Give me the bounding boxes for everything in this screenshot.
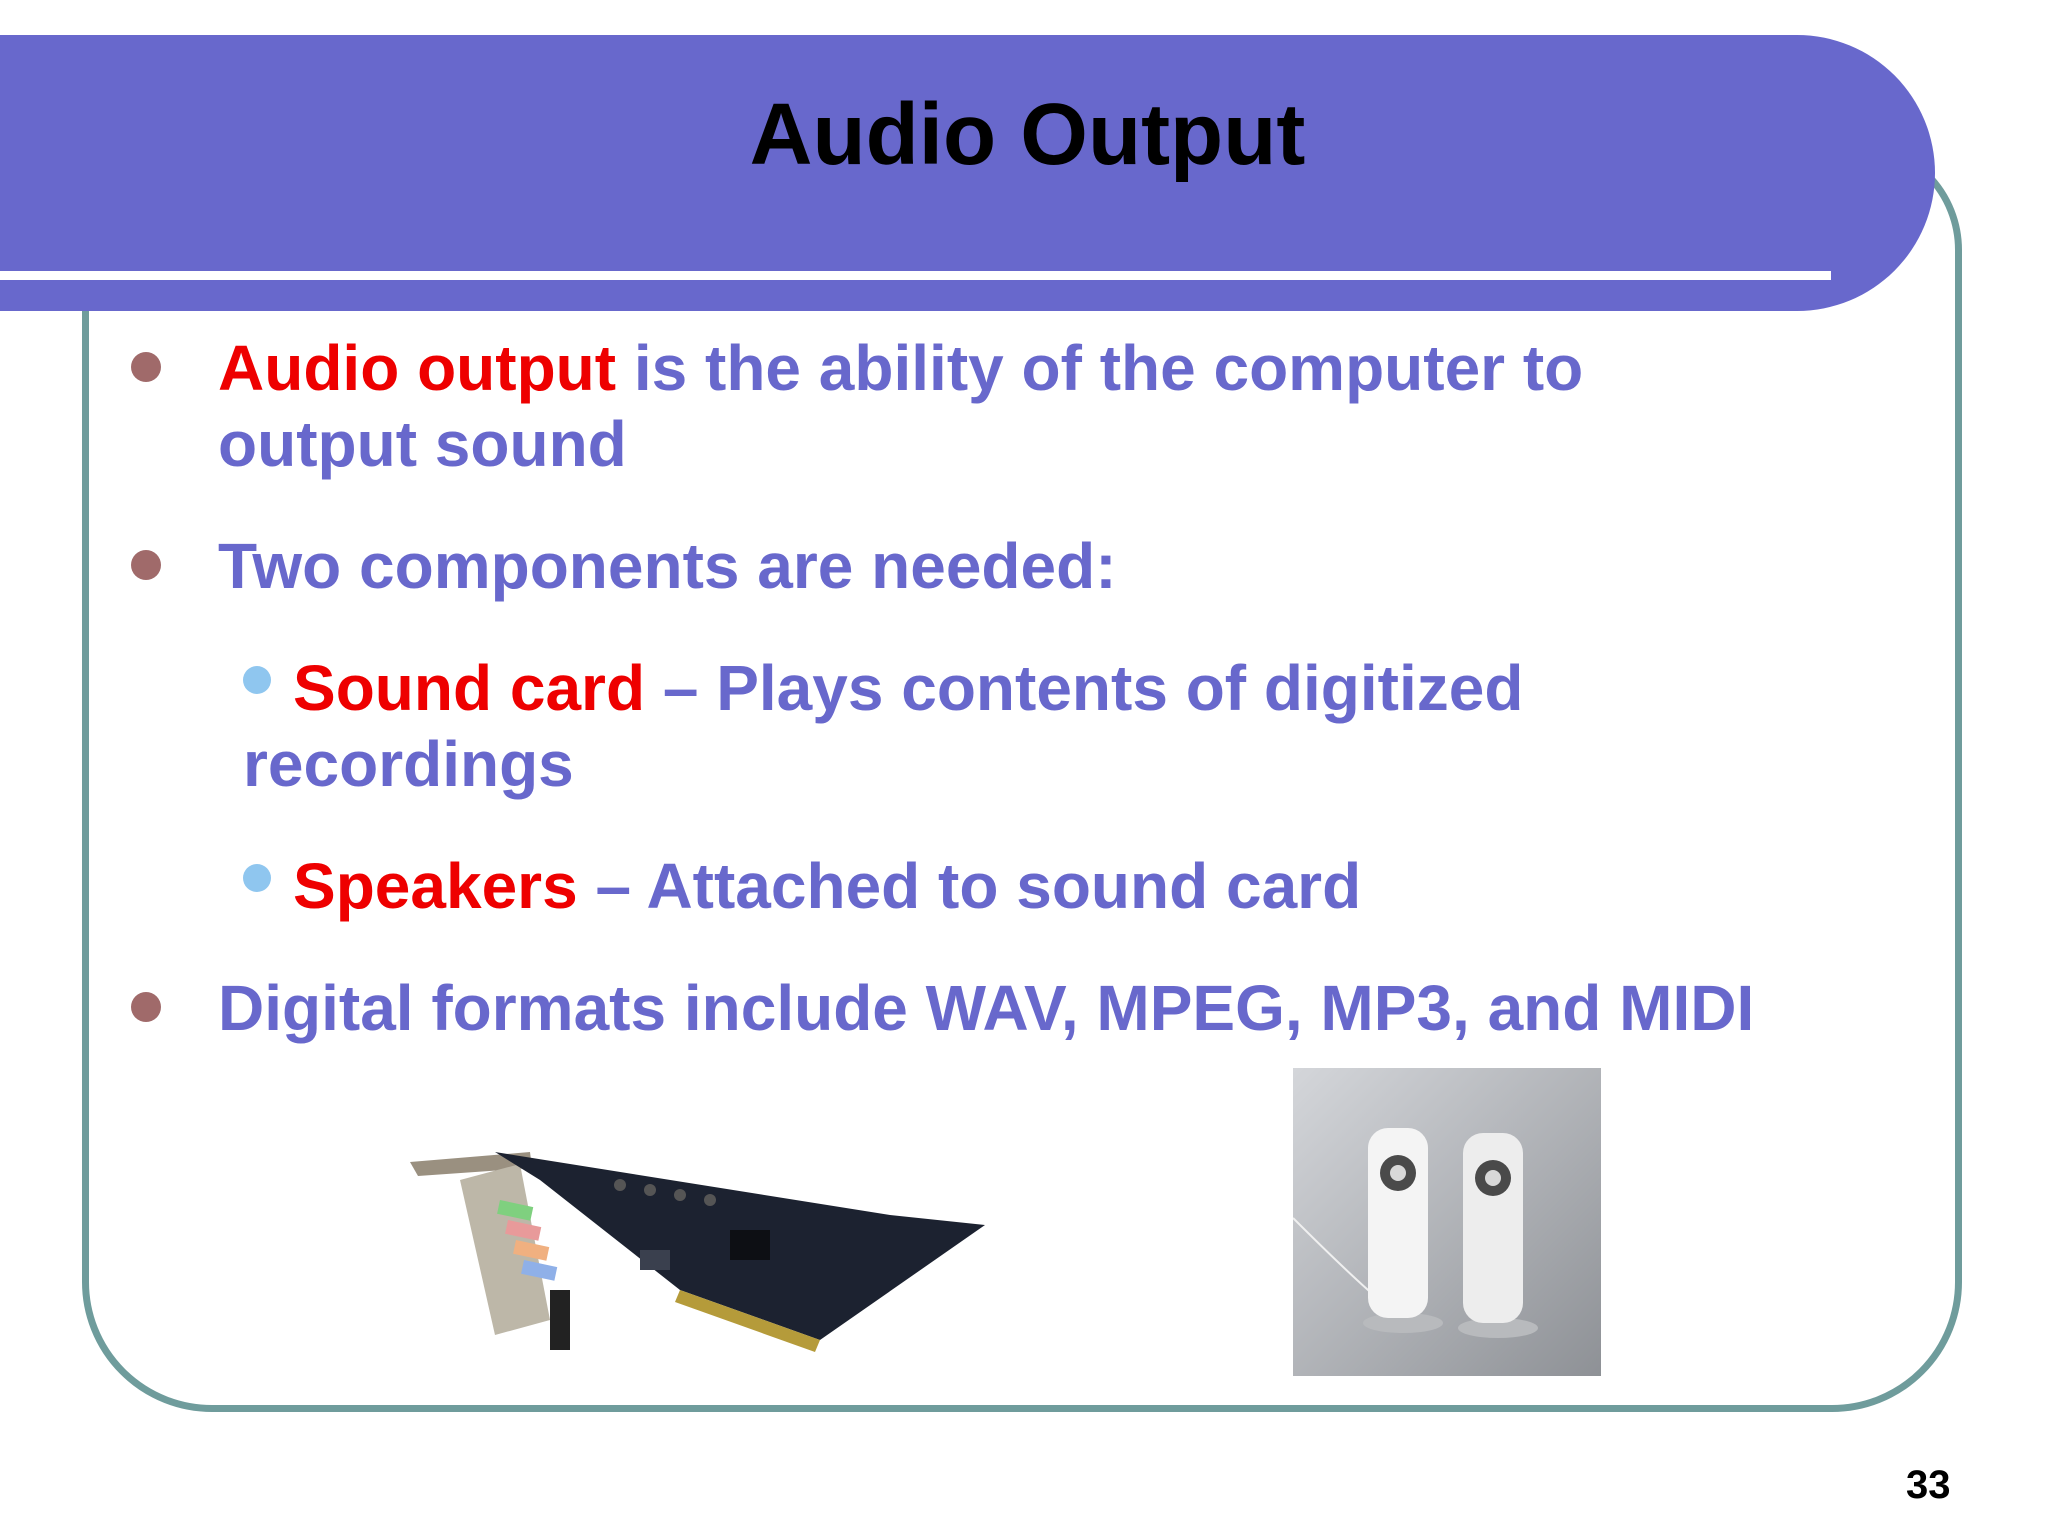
subbullet-speakers: Speakers – Attached to sound card xyxy=(243,848,1361,924)
bullet-line: Sound card – Plays contents of digitized xyxy=(243,650,1523,726)
speakers-image xyxy=(1293,1068,1601,1376)
bullet-dot xyxy=(131,352,161,382)
page-number: 33 xyxy=(1906,1463,1951,1507)
bullet-text: – Attached to sound card xyxy=(577,850,1362,922)
bullet-audio-output: Audio output is the ability of the compu… xyxy=(218,330,1583,482)
bullet-dot xyxy=(131,550,161,580)
slide-title: Audio Output xyxy=(749,86,1306,183)
bullet-line: Speakers – Attached to sound card xyxy=(243,848,1361,924)
bullet-dot xyxy=(131,992,161,1022)
bullet-two-components: Two components are needed: xyxy=(218,530,1117,602)
title-bar xyxy=(0,35,1935,311)
bullet-text: is the ability of the computer to xyxy=(616,332,1584,404)
term-speakers: Speakers xyxy=(293,850,578,922)
bullet-digital-formats: Digital formats include WAV, MPEG, MP3, … xyxy=(218,972,1755,1044)
title-underline xyxy=(0,271,1831,280)
term-sound-card: Sound card xyxy=(293,652,646,724)
sound-card-image xyxy=(410,1152,985,1352)
subbullet-dot xyxy=(243,864,271,892)
bullet-line: recordings xyxy=(243,728,574,800)
subbullet-sound-card: Sound card – Plays contents of digitized… xyxy=(243,650,1523,802)
bullet-line: output sound xyxy=(218,408,627,480)
subbullet-dot xyxy=(243,666,271,694)
bullet-line: Audio output is the ability of the compu… xyxy=(218,330,1583,406)
term-audio-output: Audio output xyxy=(218,332,617,404)
bullet-text: – Plays contents of digitized xyxy=(645,652,1524,724)
